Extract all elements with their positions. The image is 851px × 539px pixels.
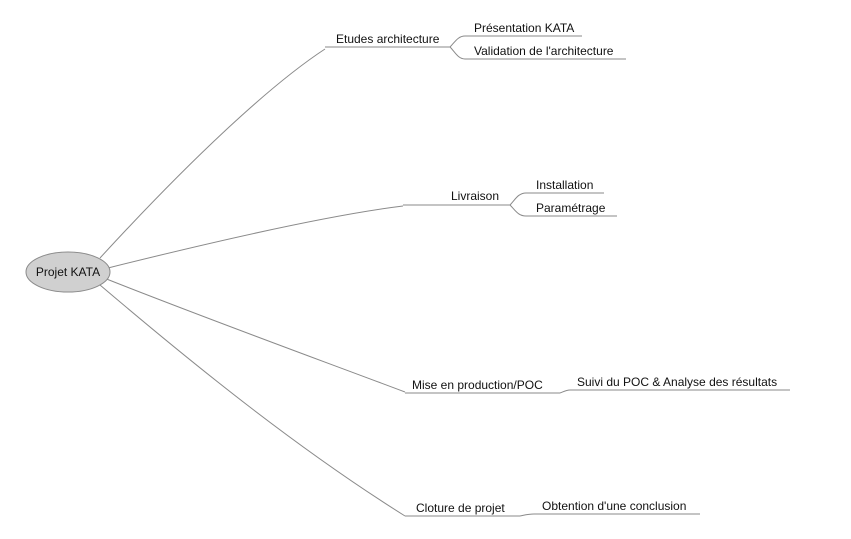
child-label-parametrage[interactable]: Paramétrage [536,201,606,215]
edge-cloture-obtention [519,513,535,517]
root-label: Projet KATA [36,265,100,279]
edge-livraison-installation [509,192,527,206]
edge-root-mise-en-production [103,277,406,393]
edge-etudes-presentation [449,35,466,48]
edge-etudes-validation [449,46,466,60]
edge-livraison-parametrage [509,204,527,217]
child-label-validation[interactable]: Validation de l'architecture [474,44,614,58]
branch-label-livraison[interactable]: Livraison [451,189,499,203]
root-node[interactable]: Projet KATA [25,251,111,293]
edge-root-etudes [99,48,326,259]
child-label-installation[interactable]: Installation [536,178,593,192]
branch-label-cloture[interactable]: Cloture de projet [416,501,505,515]
edge-root-cloture [99,284,406,517]
child-label-suivi[interactable]: Suivi du POC & Analyse des résultats [577,375,777,389]
branch-label-etudes[interactable]: Etudes architecture [336,32,440,46]
edge-root-livraison [107,205,404,269]
edge-mise-suivi [559,389,571,394]
child-label-obtention[interactable]: Obtention d'une conclusion [542,499,686,513]
root-ellipse [25,251,111,293]
child-label-presentation[interactable]: Présentation KATA [474,21,574,35]
branch-label-mise-en-production[interactable]: Mise en production/POC [412,378,543,392]
